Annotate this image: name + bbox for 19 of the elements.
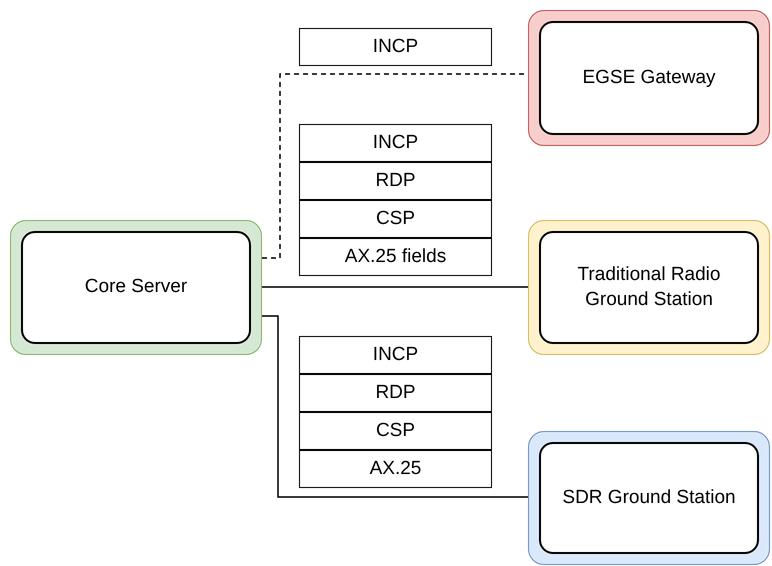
protocol-cell: RDP [299,162,492,200]
protocol-cell: CSP [299,412,492,450]
protocol-cell: INCP [299,336,492,374]
station-frame [10,220,262,355]
node-label: EGSE Gateway [582,66,716,90]
station-frame [528,220,770,355]
protocol-cell: INCP [299,124,492,162]
station-frame [528,431,770,565]
connector-line [262,315,528,498]
station-frame [528,10,770,146]
node-label: Traditional Radio Ground Station [576,262,722,312]
protocol-cell: AX.25 fields [299,238,492,276]
protocol-cell: AX.25 [299,450,492,488]
protocol-cell: RDP [299,374,492,412]
protocol-cell: CSP [299,200,492,238]
protocol-cell: INCP [299,28,492,66]
node-label: SDR Ground Station [562,486,736,510]
connector-line [262,286,528,288]
node-label: Core Server [84,275,188,300]
